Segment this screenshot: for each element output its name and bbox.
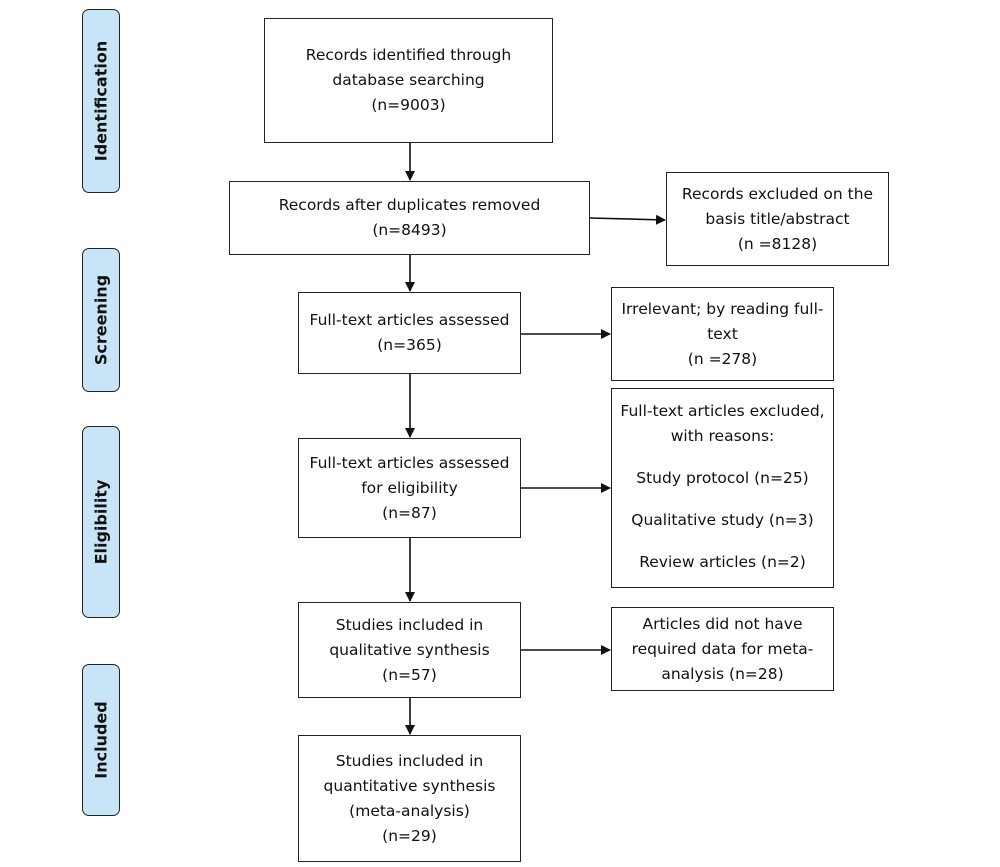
box-text: basis title/abstract — [705, 209, 850, 228]
arrow-right — [589, 214, 666, 225]
box-text: Full-text articles assessed — [309, 311, 510, 329]
box-count: (n=8493) — [372, 221, 447, 239]
irrelevant-box: Irrelevant; by reading full- text (n =27… — [611, 287, 834, 381]
reason-review-articles: Review articles (n=2) — [639, 553, 806, 571]
box-count: (n=29) — [382, 826, 437, 845]
reason-study-protocol: Study protocol (n=25) — [636, 469, 809, 487]
qualitative-synthesis-box: Studies included in qualitative synthesi… — [298, 602, 521, 698]
phase-identification: Identification — [82, 9, 120, 193]
phase-screening: Screening — [82, 248, 120, 392]
box-count: (n=87) — [382, 503, 437, 522]
box-text: Studies included in — [335, 615, 484, 634]
fulltext-excluded-box: Full-text articles excluded, with reason… — [611, 388, 834, 588]
phase-eligibility: Eligibility — [82, 426, 120, 618]
records-excluded-box: Records excluded on the basis title/abst… — [666, 172, 889, 266]
box-text: required data for meta- — [631, 639, 814, 658]
fulltext-assessed-box: Full-text articles assessed (n=365) — [298, 292, 521, 374]
box-text: qualitative synthesis — [329, 640, 490, 659]
box-text: database searching — [332, 71, 485, 89]
box-text: analysis (n=28) — [661, 664, 784, 683]
eligibility-assessed-box: Full-text articles assessed for eligibil… — [298, 438, 521, 538]
box-count: (n =8128) — [737, 234, 818, 253]
box-text: Records after duplicates removed — [278, 196, 541, 214]
box-count: (n =278) — [687, 349, 758, 368]
box-count: (n=365) — [377, 336, 442, 354]
box-text: with reasons: — [670, 427, 775, 445]
box-text: Records excluded on the — [681, 184, 874, 203]
box-text: Articles did not have — [642, 614, 803, 633]
box-count: (n=9003) — [371, 96, 446, 114]
phase-included: Included — [82, 664, 120, 816]
box-text: Studies included in — [335, 751, 484, 770]
box-text: for eligibility — [361, 478, 458, 497]
box-count: (n=57) — [382, 665, 437, 684]
box-text: Full-text articles assessed — [309, 453, 510, 472]
box-text: Full-text articles excluded, — [620, 402, 825, 420]
box-text: Records identified through — [305, 46, 512, 64]
reason-qualitative-study: Qualitative study (n=3) — [631, 511, 814, 529]
box-text: text — [707, 324, 738, 343]
records-identified-box: Records identified through database sear… — [264, 18, 553, 143]
box-text: Irrelevant; by reading full- — [621, 299, 824, 318]
quantitative-synthesis-box: Studies included in quantitative synthes… — [298, 735, 521, 862]
box-text: (meta-analysis) — [349, 801, 470, 820]
no-required-data-box: Articles did not have required data for … — [611, 607, 834, 691]
records-after-duplicates-box: Records after duplicates removed (n=8493… — [229, 181, 590, 255]
box-text: quantitative synthesis — [323, 776, 496, 795]
